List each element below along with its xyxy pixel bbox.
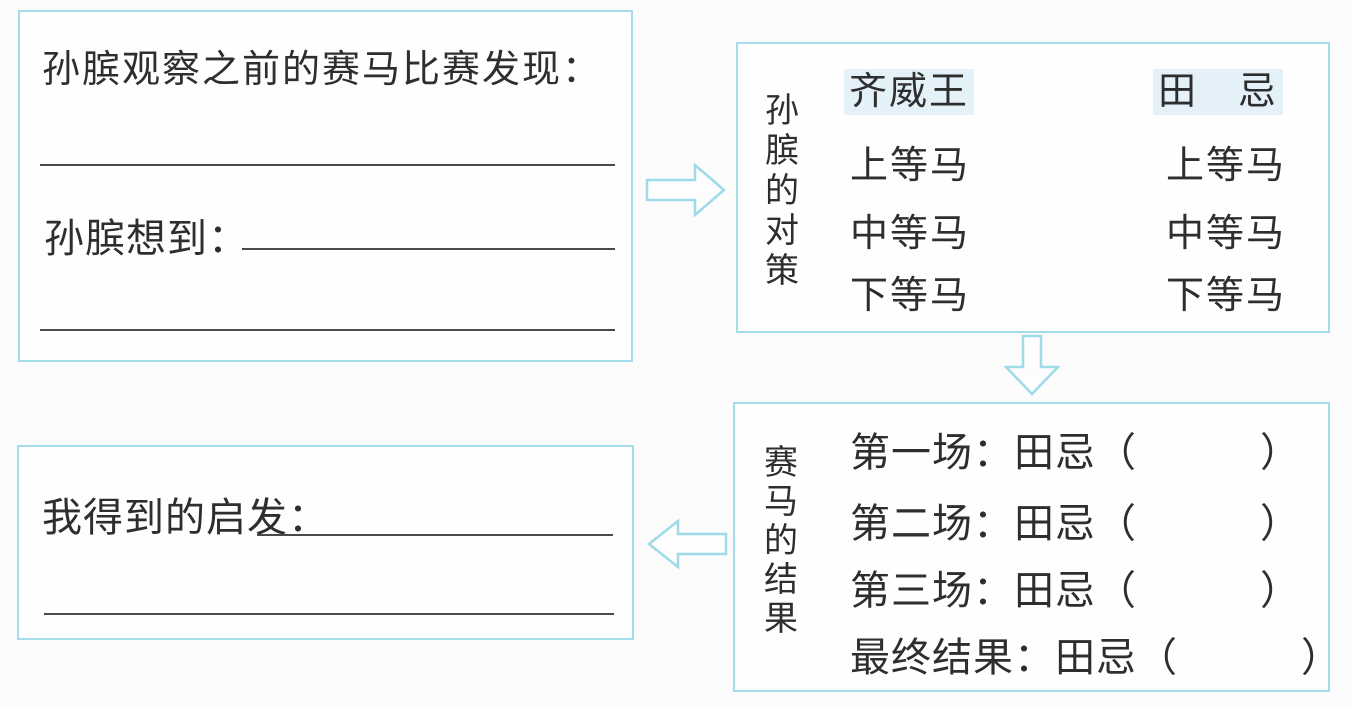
observation-prompt: 孙膑观察之前的赛马比赛发现： bbox=[42, 49, 603, 91]
insight-label: 我得到的启发： bbox=[42, 495, 329, 540]
thought-label: 孙膑想到： bbox=[44, 216, 249, 261]
horse-cell: 中等马 bbox=[1166, 213, 1287, 255]
blank-line bbox=[40, 329, 615, 331]
result-row: 第三场：田忌（ ） bbox=[850, 568, 1301, 613]
horse-cell: 上等马 bbox=[850, 145, 971, 187]
result-row: 第一场：田忌（ ） bbox=[850, 430, 1301, 475]
horse-cell: 下等马 bbox=[1166, 275, 1287, 317]
blank-line bbox=[44, 613, 614, 615]
strategy-box: 孙膑的对策 齐威王 上等马 中等马 下等马 田 忌 上等马 中等马 下等马 bbox=[736, 42, 1330, 333]
horse-cell: 上等马 bbox=[1166, 145, 1287, 187]
result-row: 最终结果：田忌（ ） bbox=[850, 635, 1342, 680]
column-header-text: 田 忌 bbox=[1153, 69, 1284, 115]
blank-line bbox=[242, 248, 615, 250]
flow-arrow-right-icon bbox=[645, 161, 727, 219]
result-row: 第二场：田忌（ ） bbox=[850, 501, 1301, 546]
horse-cell: 中等马 bbox=[850, 213, 971, 255]
flow-arrow-down-icon bbox=[1004, 334, 1060, 396]
strategy-side-label: 孙膑的对策 bbox=[765, 93, 799, 290]
result-box: 赛马的结果 第一场：田忌（ ） 第二场：田忌（ ） 第三场：田忌（ ） 最终结果… bbox=[733, 402, 1341, 692]
insight-box: 我得到的启发： bbox=[17, 445, 634, 640]
column-header-tianji: 田 忌 bbox=[1153, 60, 1284, 115]
blank-line bbox=[40, 164, 615, 166]
horse-cell: 下等马 bbox=[850, 275, 971, 317]
observation-box: 孙膑观察之前的赛马比赛发现： 孙膑想到： bbox=[18, 10, 633, 362]
column-header-qiweiwang: 齐威王 bbox=[844, 60, 975, 115]
blank-line bbox=[257, 534, 613, 536]
result-side-label: 赛马的结果 bbox=[764, 445, 798, 638]
flow-arrow-left-icon bbox=[646, 518, 728, 570]
column-header-text: 齐威王 bbox=[844, 69, 975, 115]
